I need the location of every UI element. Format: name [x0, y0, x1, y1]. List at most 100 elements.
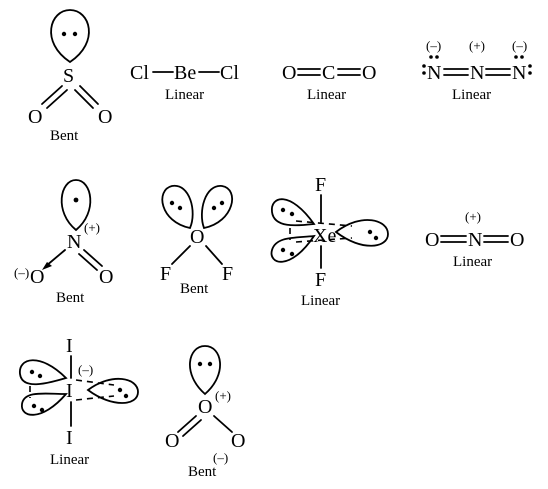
ozone-electron-dot: [197, 361, 203, 367]
ozone-electron-dot: [207, 361, 213, 367]
ozone-charge: (+): [215, 388, 231, 403]
xef2-fluorine-atom: F: [315, 174, 326, 196]
becl2-beryllium-atom: Be: [174, 62, 196, 84]
becl2-chlorine-atom: Cl: [220, 62, 239, 84]
triiodide-lone-pair-lobe: [86, 377, 139, 404]
no2-bond: [83, 249, 103, 267]
triiodide-electron-dot: [39, 407, 45, 413]
of2-electron-dot: [211, 205, 217, 211]
azide-electron-dot: [422, 64, 426, 68]
so2-electron-dot: [72, 31, 78, 37]
triiodide-electron-dot: [37, 373, 43, 379]
so2-sulfur-atom: S: [63, 65, 74, 87]
of2-molecule: O F F Bent: [160, 185, 233, 297]
xef2-lone-pair-lobe: [270, 234, 316, 263]
ozone-oxygen-atom: O: [165, 430, 179, 452]
xef2-electron-dot: [373, 235, 379, 241]
azide-electron-dot: [435, 55, 439, 59]
xef2-fluorine-atom: F: [315, 269, 326, 291]
xef2-electron-dot: [367, 229, 373, 235]
nitronium-oxygen-atom: O: [510, 229, 524, 251]
triiodide-electron-dot: [123, 393, 129, 399]
azide-electron-dot: [429, 55, 433, 59]
nitronium-molecule: (+) O N O Linear: [425, 209, 524, 270]
xef2-electron-dot: [289, 211, 295, 217]
no2-oxygen-atom: O: [30, 266, 44, 288]
xef2-electron-dot: [280, 207, 286, 213]
ozone-bond: [213, 415, 233, 433]
no2-bond: [45, 249, 66, 267]
ozone-molecule: O (+) O O (–) Bent: [165, 345, 245, 480]
azide-shape-label: Linear: [452, 87, 491, 103]
azide-electron-dot: [528, 71, 532, 75]
triiodide-iodine-atom: I: [66, 427, 73, 449]
nitronium-shape-label: Linear: [453, 254, 492, 270]
so2-bond: [79, 85, 99, 105]
co2-molecule: O C O Linear: [282, 62, 376, 103]
no2-shape-label: Bent: [56, 290, 85, 306]
ozone-lone-pair-lobe: [189, 345, 221, 396]
no2-oxygen-atom: O: [99, 266, 113, 288]
of2-oxygen-atom: O: [190, 226, 204, 248]
ozone-central-oxygen-atom: O: [198, 396, 212, 418]
xef2-shape-label: Linear: [301, 293, 340, 309]
no2-molecule: N (+) (–) O O Bent: [14, 179, 113, 306]
co2-carbon-atom: C: [322, 62, 335, 84]
so2-bond: [74, 89, 94, 109]
of2-shape-label: Bent: [180, 281, 209, 297]
ozone-bond: [182, 419, 202, 437]
azide-charge: (+): [469, 38, 485, 53]
of2-bond: [205, 245, 223, 265]
azide-charge: (–): [426, 38, 441, 53]
no2-lone-pair-lobe: [60, 179, 92, 232]
so2-bond: [41, 85, 63, 105]
nitronium-charge: (+): [465, 209, 481, 224]
azide-electron-dot: [514, 55, 518, 59]
no2-charge: (+): [84, 220, 100, 235]
becl2-shape-label: Linear: [165, 87, 204, 103]
no2-arrow-head: [42, 262, 52, 270]
azide-electron-dot: [422, 71, 426, 75]
co2-oxygen-atom: O: [362, 62, 376, 84]
triiodide-shape-label: Linear: [50, 452, 89, 468]
xef2-electron-dot: [280, 247, 286, 253]
no2-bond: [78, 253, 98, 271]
ozone-oxygen-atom: O: [231, 430, 245, 452]
azide-nitrogen-atom: N: [427, 62, 441, 84]
ozone-bond: [177, 415, 197, 433]
nitronium-oxygen-atom: O: [425, 229, 439, 251]
xef2-lone-pair-lobe: [334, 219, 389, 247]
triiodide-lone-pair-lobe: [21, 392, 68, 416]
of2-electron-dot: [169, 200, 175, 206]
so2-bond: [46, 89, 68, 109]
ozone-charge: (–): [213, 450, 228, 465]
triiodide-lone-pair-lobe: [19, 359, 68, 386]
triiodide-charge: (–): [78, 362, 93, 377]
triiodide-molecule: I (–) I I Linear: [19, 335, 139, 468]
xef2-electron-dot: [289, 251, 295, 257]
azide-nitrogen-atom: N: [470, 62, 484, 84]
xef2-dashed-bond: [295, 237, 353, 243]
triiodide-iodine-atom: I: [66, 380, 73, 402]
becl2-chlorine-atom: Cl: [130, 62, 149, 84]
becl2-molecule: Cl Be Cl Linear: [130, 62, 239, 103]
of2-electron-dot: [219, 200, 225, 206]
so2-molecule: S O O Bent: [28, 9, 112, 144]
co2-shape-label: Linear: [307, 87, 346, 103]
no2-electron-dot: [73, 197, 79, 203]
azide-molecule: (–) (+) (–) N N N Linear: [422, 38, 532, 103]
xef2-dashed-bond: [295, 220, 353, 227]
nitronium-nitrogen-atom: N: [468, 229, 482, 251]
so2-lone-pair-lobe: [50, 9, 90, 64]
so2-electron-dot: [61, 31, 67, 37]
so2-oxygen-atom: O: [98, 106, 112, 128]
of2-lone-pair-lobe: [200, 185, 233, 230]
azide-electron-dot: [528, 64, 532, 68]
of2-bond: [171, 245, 191, 265]
azide-nitrogen-atom: N: [512, 62, 526, 84]
so2-oxygen-atom: O: [28, 106, 42, 128]
xef2-xenon-atom: Xe: [313, 225, 336, 247]
of2-fluorine-atom: F: [160, 263, 171, 285]
